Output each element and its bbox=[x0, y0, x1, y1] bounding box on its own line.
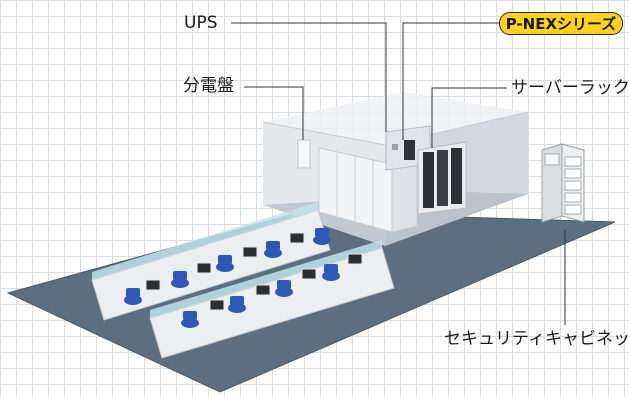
monitor bbox=[145, 279, 161, 291]
partition-1 bbox=[92, 202, 318, 280]
server-rack-leader-line bbox=[431, 87, 507, 148]
chair-back bbox=[315, 228, 329, 237]
chair bbox=[181, 318, 199, 328]
chair bbox=[313, 235, 331, 245]
chair-back bbox=[277, 280, 291, 289]
monitor bbox=[347, 253, 363, 265]
monitor bbox=[301, 268, 317, 280]
series-leader-line bbox=[402, 22, 499, 140]
ups-leader-line bbox=[231, 22, 387, 132]
security-cabinet-label: セキュリティキャビネット bbox=[444, 329, 629, 349]
chair-back bbox=[266, 241, 280, 250]
security-cabinet bbox=[541, 143, 585, 223]
workstation-area bbox=[91, 202, 395, 359]
monitor bbox=[255, 284, 271, 296]
chair bbox=[171, 278, 189, 288]
distribution-board bbox=[297, 139, 311, 169]
leader-lines bbox=[231, 22, 566, 325]
chair bbox=[322, 271, 340, 281]
monitor bbox=[242, 246, 258, 258]
chair bbox=[275, 287, 293, 297]
chair bbox=[264, 248, 282, 258]
chair-back bbox=[183, 311, 197, 320]
chair bbox=[228, 303, 246, 313]
distribution-board-leader-line bbox=[244, 86, 304, 140]
distribution-board-label: 分電盤 bbox=[183, 76, 234, 96]
chair-back bbox=[173, 271, 187, 280]
chair-back bbox=[230, 296, 244, 305]
server-racks bbox=[417, 141, 467, 215]
chair-back bbox=[324, 264, 338, 273]
ups-label: UPS bbox=[184, 13, 218, 33]
chair bbox=[124, 295, 142, 305]
monitor bbox=[289, 232, 305, 244]
p-nex-series-badge: P-NEXシリーズ bbox=[499, 12, 623, 35]
monitor bbox=[209, 299, 225, 311]
partition-2 bbox=[150, 240, 382, 318]
chair-back bbox=[126, 288, 140, 297]
chair-back bbox=[218, 255, 232, 264]
chair bbox=[216, 262, 234, 272]
monitor bbox=[196, 262, 212, 274]
server-rack-label: サーバーラック bbox=[511, 78, 629, 98]
